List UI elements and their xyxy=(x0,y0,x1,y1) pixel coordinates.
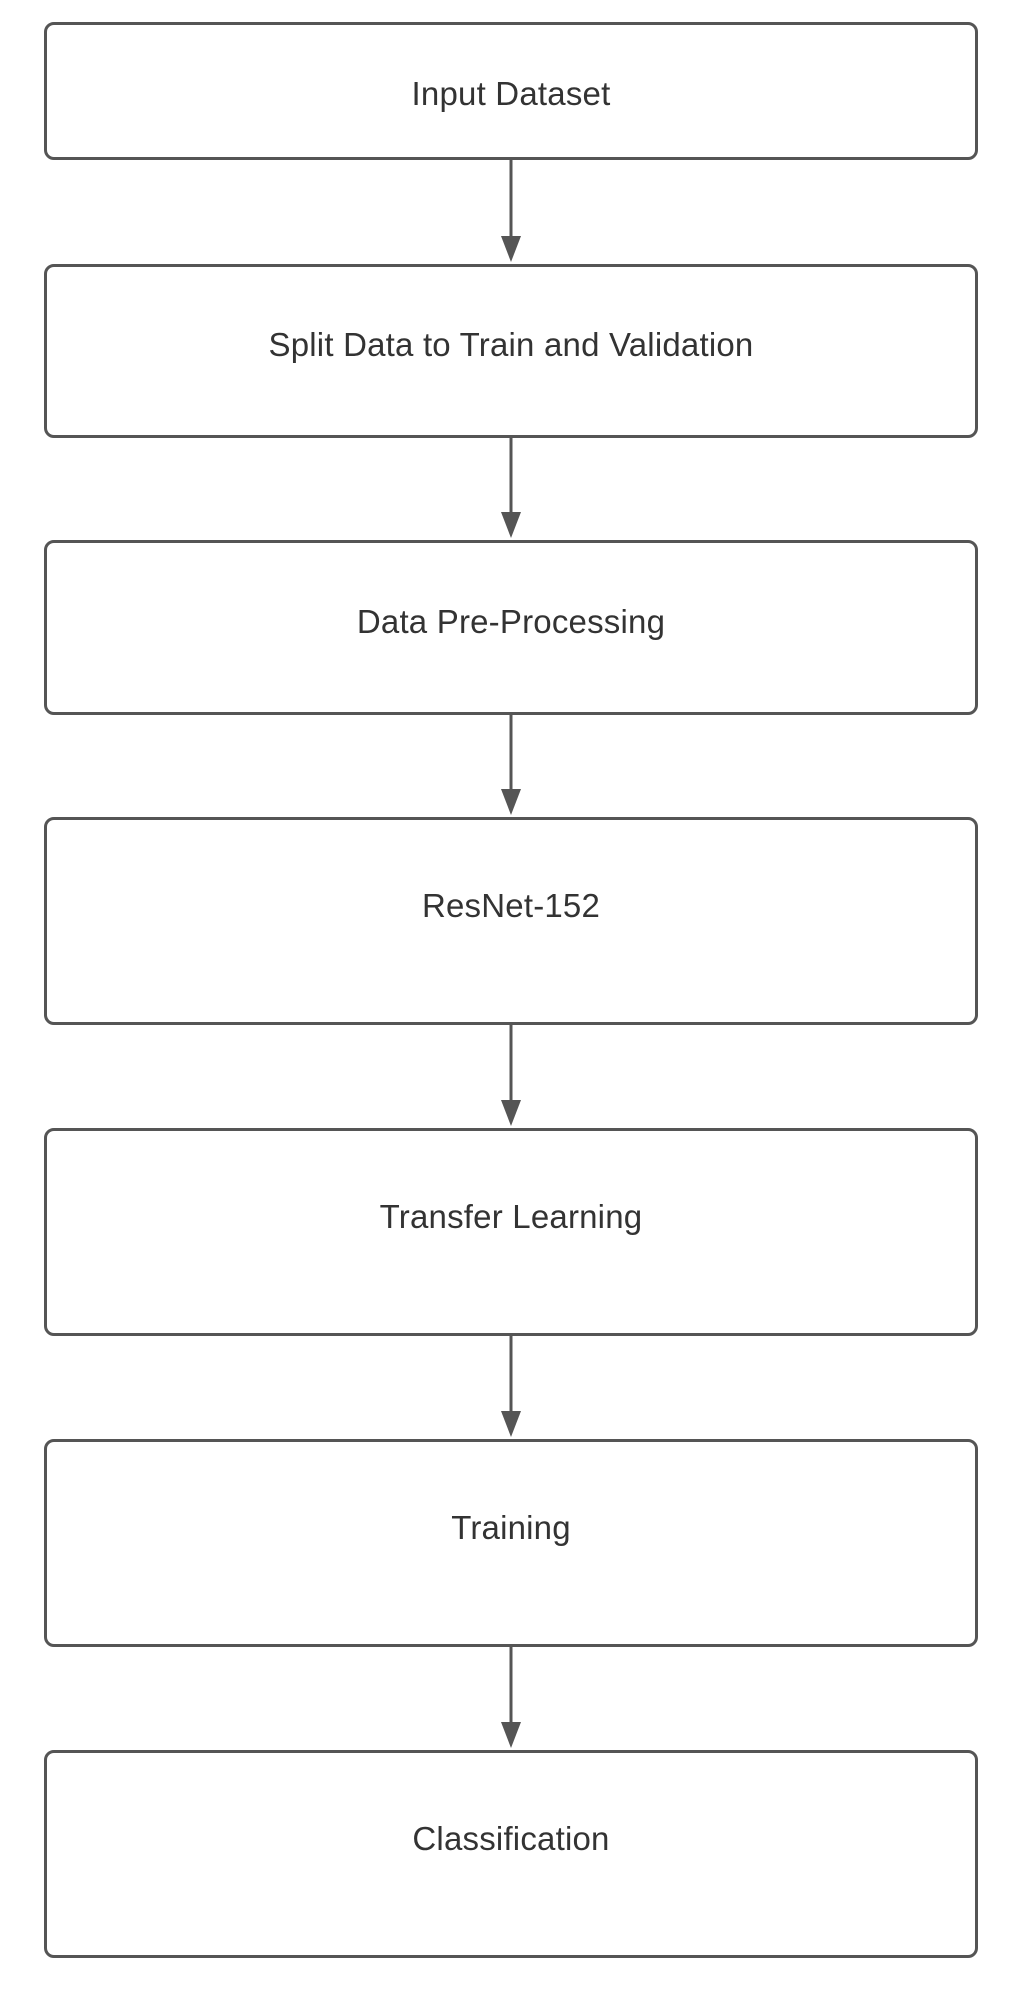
arrow-4 xyxy=(501,1025,521,1126)
step-box-training: Training xyxy=(44,1439,978,1647)
step-box-split-data: Split Data to Train and Validation xyxy=(44,264,978,438)
arrow-2 xyxy=(501,438,521,538)
step-label-split-data: Split Data to Train and Validation xyxy=(268,326,754,363)
step-box-resnet-152: ResNet-152 xyxy=(44,817,978,1025)
step-label-transfer-learning: Transfer Learning xyxy=(379,1198,643,1235)
step-box-input-dataset: Input Dataset xyxy=(44,22,978,160)
step-box-classification: Classification xyxy=(44,1750,978,1958)
step-label-data-preprocessing: Data Pre-Processing xyxy=(356,602,666,640)
step-label-input-dataset: Input Dataset xyxy=(411,75,611,112)
arrow-3 xyxy=(501,715,521,815)
step-label-resnet-152: ResNet-152 xyxy=(421,887,601,924)
step-label-classification: Classification xyxy=(412,1820,610,1857)
arrow-1 xyxy=(501,160,521,262)
arrow-6 xyxy=(501,1647,521,1748)
step-label-training: Training xyxy=(451,1509,571,1546)
step-box-transfer-learning: Transfer Learning xyxy=(44,1128,978,1336)
step-box-data-preprocessing: Data Pre-Processing xyxy=(44,540,978,715)
arrow-5 xyxy=(501,1336,521,1437)
